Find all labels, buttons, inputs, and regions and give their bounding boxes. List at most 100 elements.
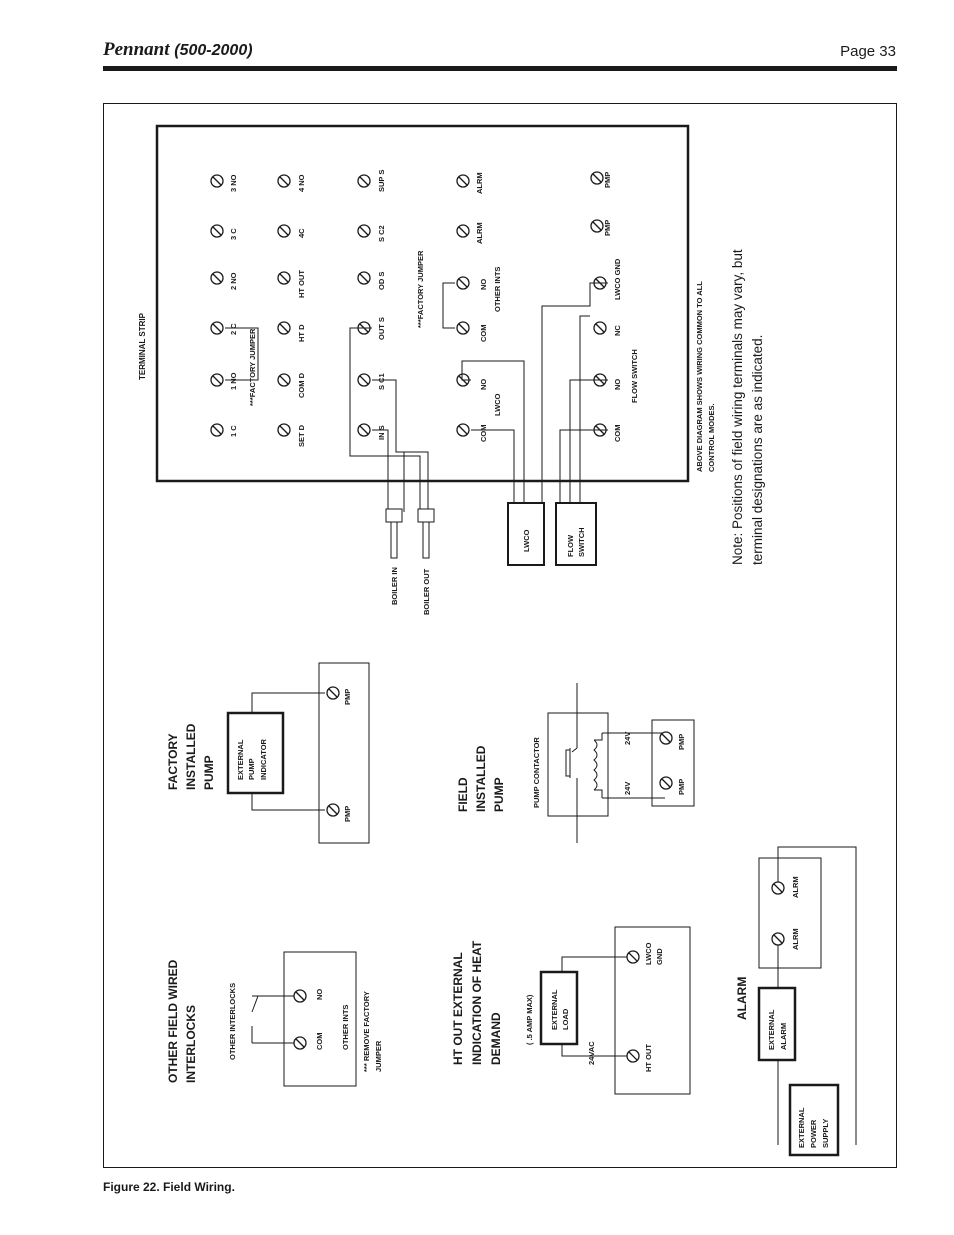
vac-label: 24VAC xyxy=(587,1041,596,1065)
field-installed-pump: FIELD INSTALLED PUMP PUMP CONTACTOR 24V … xyxy=(456,683,695,843)
figure-caption: Figure 22. Field Wiring. xyxy=(103,1180,235,1194)
screw-terminal-2c xyxy=(210,321,224,335)
terminal-row-5: COM NO NC LWCO GND PMP PMP FLOW SWITCH xyxy=(590,171,639,443)
terminal-row-4: COM NO COM NO ALRM ALRM LWCO OTHER INTS … xyxy=(416,172,502,442)
note-line-1: Note: Positions of field wiring terminal… xyxy=(730,249,745,565)
interlocks-title-2: INTERLOCKS xyxy=(184,1005,198,1083)
terminal-label: ALRM xyxy=(475,222,484,244)
lwco-box: LWCO xyxy=(507,502,545,566)
factory-jumper-label: ***FACTORY JUMPER xyxy=(248,328,257,406)
lwco-gnd-label-2: GND xyxy=(655,948,664,965)
model-range: (500-2000) xyxy=(174,42,253,59)
terminal-label: 4 NO xyxy=(297,174,306,192)
flow-switch-box-label-2: SWITCH xyxy=(577,527,586,557)
terminal-label: PMP xyxy=(603,172,612,188)
note-line-2: terminal designations are as indicated. xyxy=(750,335,765,565)
terminal-label: COM D xyxy=(297,372,306,398)
terminal-label: HT D xyxy=(297,324,306,342)
screw-terminal-3c xyxy=(210,224,224,238)
terminal-label: OD S xyxy=(377,272,386,290)
alarm-section: ALARM EXTERNAL ALARM ALRM ALRM EXTERNAL … xyxy=(735,846,857,1157)
screw-terminal-1c xyxy=(210,423,224,437)
footnote-line-2: CONTROL MODES. xyxy=(707,403,716,472)
field-pump-title-2: INSTALLED xyxy=(474,745,488,812)
terminal-strip-title: TERMINAL STRIP xyxy=(138,312,147,380)
boiler-sensors: BOILER IN BOILER OUT xyxy=(385,508,435,615)
alrm-label: ALRM xyxy=(791,876,800,898)
indicator-label-2: PUMP xyxy=(247,758,256,780)
figure-frame xyxy=(103,103,897,1168)
terminal-label: 4C xyxy=(297,228,306,238)
terminal-label: NO xyxy=(479,279,488,290)
flow-switch-label: FLOW SWITCH xyxy=(630,349,639,403)
terminal-label: SET D xyxy=(297,424,306,447)
terminal-row-2: SET D COM D HT D HT OUT 4C 4 NO xyxy=(277,174,306,447)
alrm-label: ALRM xyxy=(791,928,800,950)
sensor-wiring xyxy=(349,282,608,512)
factory-pump-title-1: FACTORY xyxy=(166,733,180,790)
alarm-title: ALARM xyxy=(735,977,749,1020)
factory-installed-pump: FACTORY INSTALLED PUMP EXTERNAL PUMP IND… xyxy=(166,662,370,844)
terminal-row-1: 1 C 1 NO 2 C 2 NO 3 C 3 NO ***FACTORY JU… xyxy=(210,174,259,437)
terminal-label: NO xyxy=(479,379,488,390)
field-pump-title-1: FIELD xyxy=(456,777,470,812)
brand-name: Pennant xyxy=(103,39,170,60)
terminal-label: 3 NO xyxy=(229,174,238,192)
terminal-label: 1 NO xyxy=(229,372,238,390)
other-interlocks: OTHER FIELD WIRED INTERLOCKS OTHER INTER… xyxy=(166,951,383,1087)
brand-title: Pennant (500-2000) xyxy=(103,39,253,61)
voltage-label: 24V xyxy=(623,782,632,795)
pmp-label: PMP xyxy=(343,689,352,705)
other-ints-label: OTHER INTS xyxy=(493,267,502,312)
external-alarm-label-2: ALARM xyxy=(779,1023,788,1050)
lwco-gnd-label-1: LWCO xyxy=(644,942,653,965)
factory-jumper-label-2: ***FACTORY JUMPER xyxy=(416,250,425,328)
terminal-label: 2 NO xyxy=(229,272,238,290)
terminal-label: S C1 xyxy=(377,373,386,390)
boiler-out-label: BOILER OUT xyxy=(422,568,431,615)
indicator-label-1: EXTERNAL xyxy=(236,739,245,780)
terminal-label: S C2 xyxy=(377,225,386,242)
terminal-label: COM xyxy=(479,325,488,343)
ht-out-title-2: INDICATION OF HEAT xyxy=(470,940,484,1065)
power-supply-label-3: SUPPLY xyxy=(821,1119,830,1148)
external-load-label-2: LOAD xyxy=(561,1008,570,1030)
page-number: Page 33 xyxy=(840,43,896,60)
remove-jumper-label-1: *** REMOVE FACTORY xyxy=(362,991,371,1072)
terminal-label: 1 C xyxy=(229,425,238,437)
pump-contactor-label: PUMP CONTACTOR xyxy=(532,737,541,808)
terminal-label: COM xyxy=(613,425,622,443)
power-supply-label-2: POWER xyxy=(809,1119,818,1148)
terminal-label: ALRM xyxy=(475,172,484,194)
terminal-strip: TERMINAL STRIP 1 C 1 NO 2 C 2 NO 3 C 3 N… xyxy=(138,124,716,483)
power-supply-label-1: EXTERNAL xyxy=(797,1107,806,1148)
remove-jumper-label-2: JUMPER xyxy=(374,1040,383,1072)
terminal-label: NO xyxy=(613,379,622,390)
screw-terminal-3no xyxy=(210,174,224,188)
terminal-label: NC xyxy=(613,325,622,336)
footnote-line-1: ABOVE DIAGRAM SHOWS WIRING COMMON TO ALL xyxy=(695,281,704,472)
flow-switch-box-label-1: FLOW xyxy=(566,534,575,557)
pmp-label: PMP xyxy=(343,806,352,822)
boiler-in-label: BOILER IN xyxy=(390,567,399,605)
screw-terminal-1no xyxy=(210,373,224,387)
terminal-label: LWCO GND xyxy=(613,258,622,300)
terminal-label: HT OUT xyxy=(297,270,306,298)
flow-switch-box: FLOW SWITCH xyxy=(555,502,597,566)
terminal-label: 2 C xyxy=(229,323,238,335)
terminal-label: IN S xyxy=(377,425,386,440)
lwco-box-label: LWCO xyxy=(522,529,531,552)
ht-out-title-1: HT OUT EXTERNAL xyxy=(451,952,465,1065)
com-label: COM xyxy=(315,1033,324,1051)
ht-out-terminal-label: HT OUT xyxy=(644,1044,653,1072)
voltage-label: 24V xyxy=(623,732,632,745)
other-ints-label: OTHER INTS xyxy=(341,1005,350,1050)
ht-out-title-3: DEMAND xyxy=(489,1012,503,1065)
amp-max-label: ( .5 AMP MAX) xyxy=(525,994,534,1045)
ht-out-external: HT OUT EXTERNAL INDICATION OF HEAT DEMAN… xyxy=(451,926,691,1095)
screw-terminal-2no xyxy=(210,271,224,285)
interlocks-title-1: OTHER FIELD WIRED xyxy=(166,959,180,1083)
factory-pump-title-3: PUMP xyxy=(202,755,216,790)
pmp-label: PMP xyxy=(677,734,686,750)
